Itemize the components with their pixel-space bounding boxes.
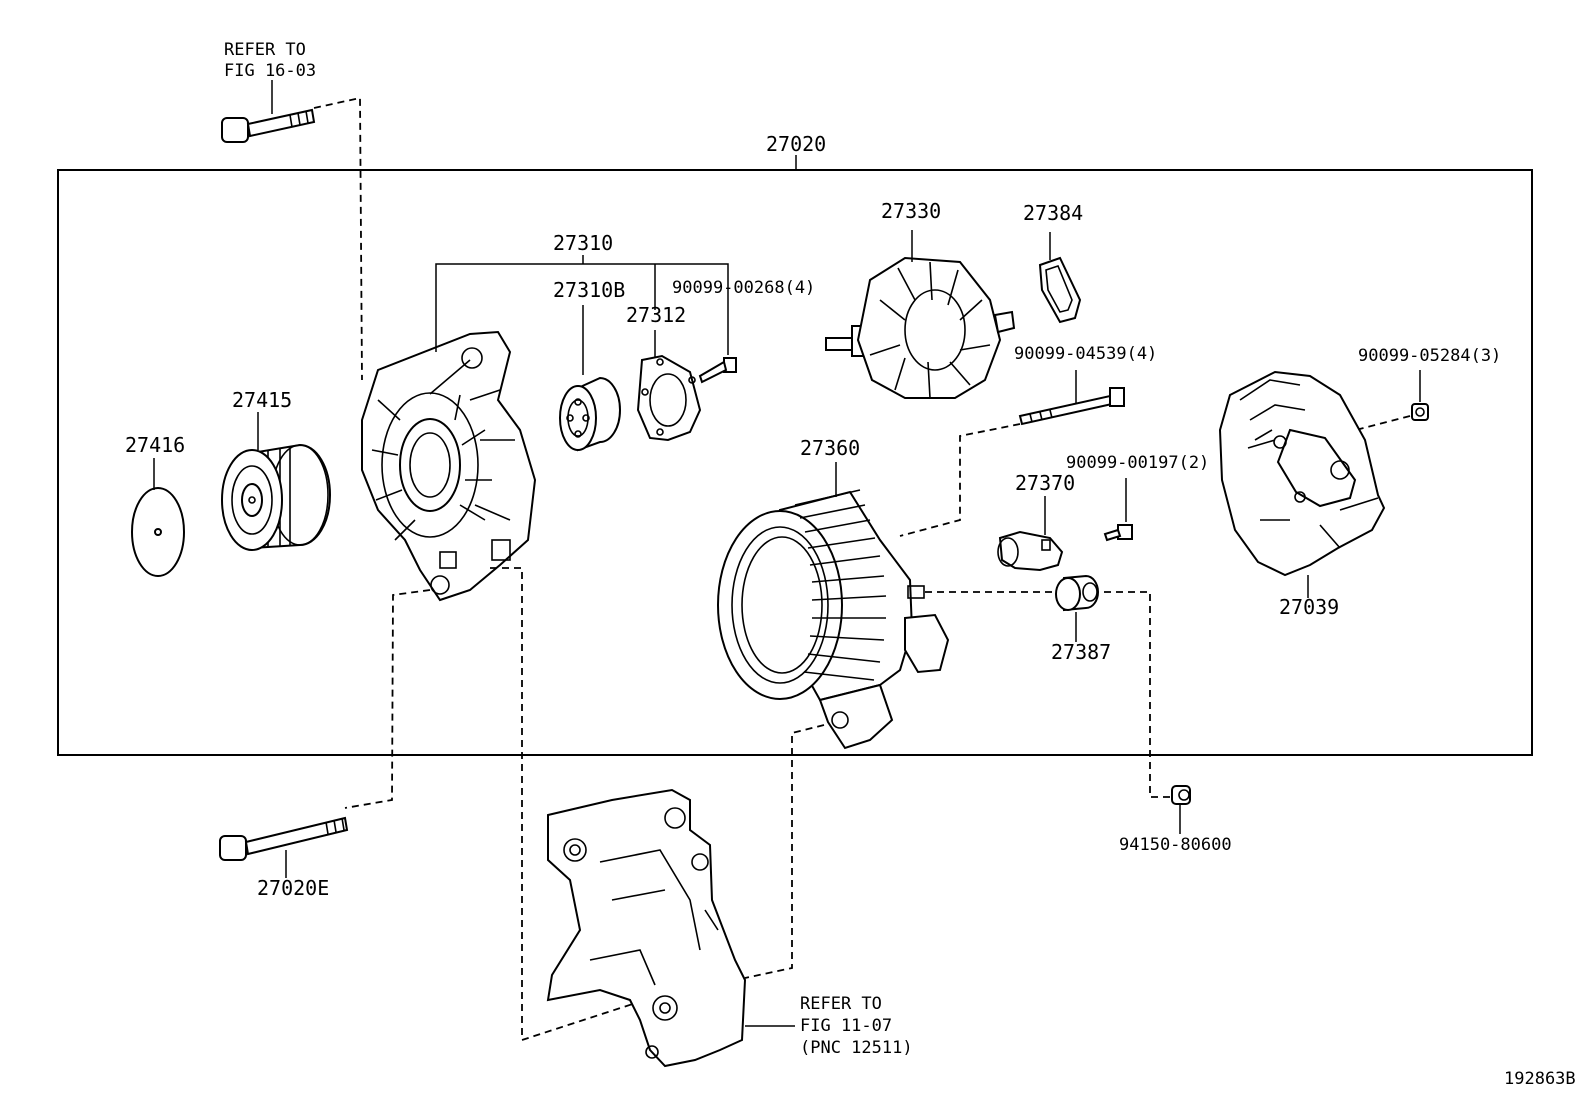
rotor-ring-icon <box>1038 256 1082 324</box>
label-screw-4[interactable]: 90099-00268(4) <box>672 278 815 298</box>
label-retainer[interactable]: 27312 <box>626 303 686 327</box>
label-insulator[interactable]: 27387 <box>1051 640 1111 664</box>
pulley-cap-icon <box>131 487 185 577</box>
label-screw-2[interactable]: 90099-00197(2) <box>1066 453 1209 473</box>
mounting-bracket-icon <box>546 788 747 1068</box>
label-nut-3[interactable]: 90099-05284(3) <box>1358 346 1501 366</box>
mounting-bolt-icon <box>219 816 349 861</box>
label-housing[interactable]: 27310 <box>553 231 613 255</box>
ref-bottom-line1: REFER TO <box>800 994 882 1014</box>
bearing-retainer-icon <box>636 354 702 442</box>
label-pulley[interactable]: 27415 <box>232 388 292 412</box>
assembly-frame <box>57 169 1533 756</box>
label-rotor-ring[interactable]: 27384 <box>1023 201 1083 225</box>
label-regulator[interactable]: 27370 <box>1015 471 1075 495</box>
rear-cover-icon <box>1218 370 1386 577</box>
ref-top-line1: REFER TO <box>224 40 306 60</box>
ref-top-line2: FIG 16-03 <box>224 61 316 81</box>
insulator-icon <box>1055 574 1099 612</box>
through-bolt-icon <box>1018 387 1125 426</box>
label-rear-cover[interactable]: 27039 <box>1279 595 1339 619</box>
label-assembly[interactable]: 27020 <box>766 132 826 156</box>
pulley-icon <box>221 443 331 551</box>
label-rotor[interactable]: 27330 <box>881 199 941 223</box>
label-pulley-cap[interactable]: 27416 <box>125 433 185 457</box>
ref-bottom-line2: FIG 11-07 <box>800 1016 892 1036</box>
rotor-icon <box>825 256 1016 399</box>
label-bolt-e[interactable]: 27020E <box>257 876 329 900</box>
stator-icon <box>717 489 950 750</box>
retainer-screw-icon <box>698 357 737 384</box>
label-nut-bottom[interactable]: 94150-80600 <box>1119 835 1232 855</box>
label-bearing[interactable]: 27310B <box>553 278 625 302</box>
ref-bottom-line3: (PNC 12511) <box>800 1038 913 1058</box>
label-thru-bolt[interactable]: 90099-04539(4) <box>1014 344 1157 364</box>
terminal-nut-icon <box>1171 785 1191 805</box>
label-stator[interactable]: 27360 <box>800 436 860 460</box>
regulator-screw-icon <box>1103 524 1133 542</box>
cover-nut-icon <box>1411 403 1429 421</box>
drive-end-frame-icon <box>361 330 537 602</box>
regulator-icon <box>997 530 1064 572</box>
top-bolt-icon <box>221 108 316 143</box>
bearing-icon <box>559 376 621 452</box>
figure-id: 192863B <box>1504 1069 1576 1089</box>
